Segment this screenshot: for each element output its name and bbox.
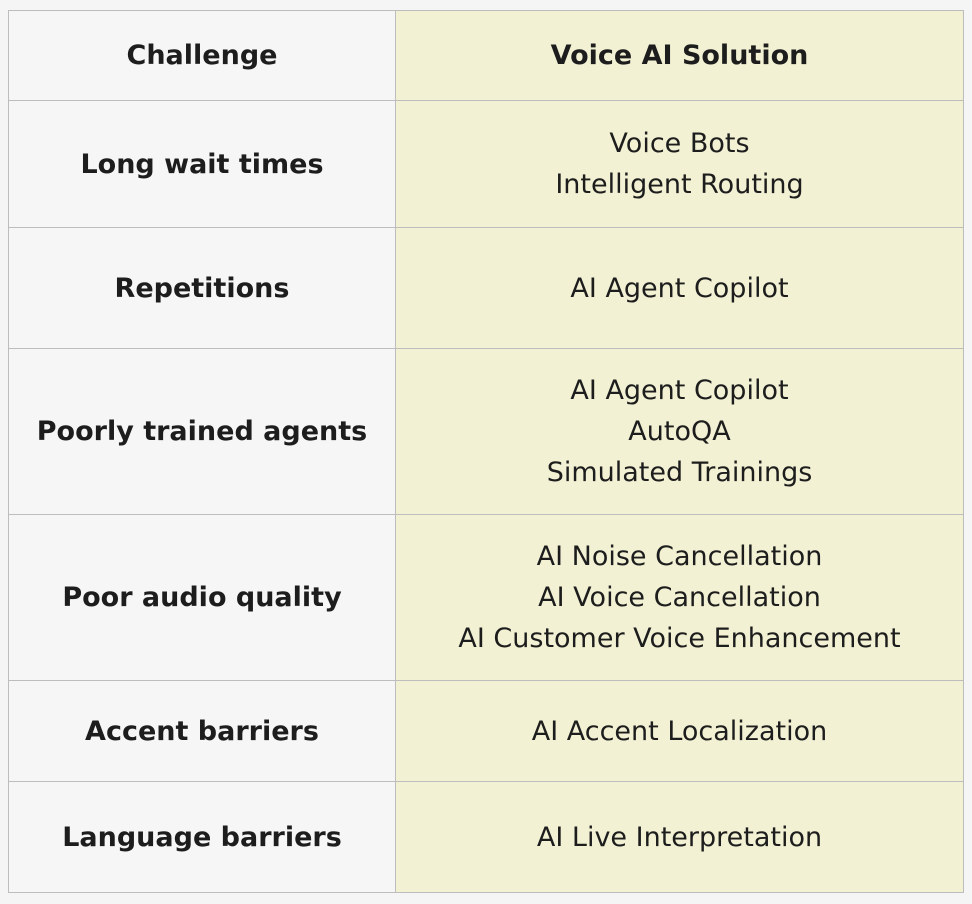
solution-item: AI Live Interpretation <box>536 821 823 853</box>
solution-item: Intelligent Routing <box>555 169 804 200</box>
table-row: Repetitions AI Agent Copilot <box>8 227 964 349</box>
solution-item: AI Noise Cancellation <box>536 541 823 572</box>
solution-cell: AI Agent Copilot <box>395 227 964 349</box>
header-challenge: Challenge <box>8 10 396 101</box>
challenge-cell: Long wait times <box>8 100 396 228</box>
solution-item: AI Accent Localization <box>531 715 828 747</box>
challenge-cell: Language barriers <box>8 781 396 893</box>
challenge-cell: Poor audio quality <box>8 514 396 681</box>
table-row: Poorly trained agents AI Agent Copilot A… <box>8 348 964 515</box>
solution-item: AI Voice Cancellation <box>538 582 821 613</box>
solution-item: AI Agent Copilot <box>570 272 789 304</box>
solution-cell: AI Agent Copilot AutoQA Simulated Traini… <box>395 348 964 515</box>
header-row: Challenge Voice AI Solution <box>8 10 964 101</box>
solution-cell: AI Accent Localization <box>395 680 964 782</box>
table-row: Long wait times Voice Bots Intelligent R… <box>8 100 964 228</box>
solution-cell: AI Noise Cancellation AI Voice Cancellat… <box>395 514 964 681</box>
table-row: Accent barriers AI Accent Localization <box>8 680 964 782</box>
challenge-cell: Accent barriers <box>8 680 396 782</box>
challenge-cell: Poorly trained agents <box>8 348 396 515</box>
table-row: Poor audio quality AI Noise Cancellation… <box>8 514 964 681</box>
header-solution: Voice AI Solution <box>395 10 964 101</box>
solution-item: Simulated Trainings <box>546 457 813 488</box>
solution-item: AutoQA <box>628 416 731 447</box>
solution-item: AI Agent Copilot <box>570 375 789 406</box>
solution-cell: Voice Bots Intelligent Routing <box>395 100 964 228</box>
solution-item: Voice Bots <box>609 128 750 159</box>
solution-item: AI Customer Voice Enhancement <box>458 623 901 654</box>
table-row: Language barriers AI Live Interpretation <box>8 781 964 893</box>
challenge-cell: Repetitions <box>8 227 396 349</box>
challenge-solution-table: Challenge Voice AI Solution Long wait ti… <box>8 10 964 893</box>
solution-cell: AI Live Interpretation <box>395 781 964 893</box>
